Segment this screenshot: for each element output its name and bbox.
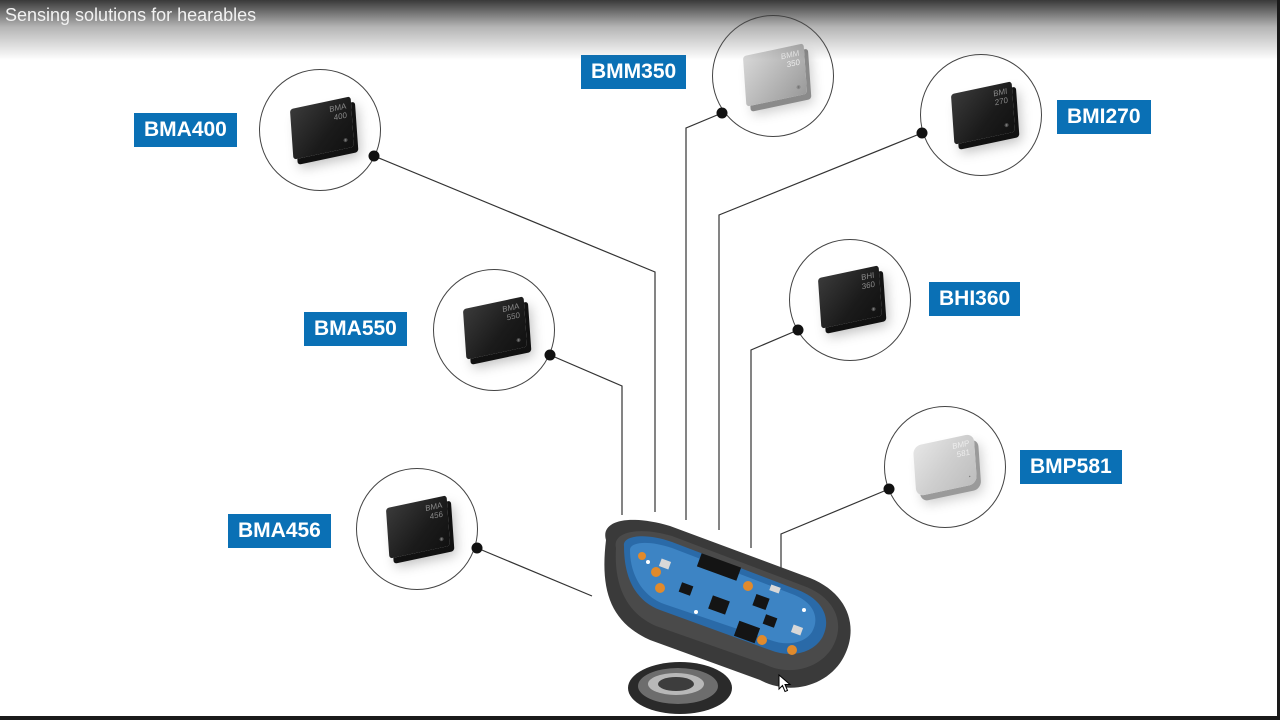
connector-bhi360: [750, 329, 799, 548]
connector-dot-bma456: [471, 542, 483, 554]
label-bmp581: BMP581: [1020, 450, 1122, 484]
bosch-logo-icon: ◉: [1004, 121, 1009, 129]
label-bmi270: BMI270: [1057, 100, 1151, 134]
frame-border-right: [1277, 0, 1280, 720]
bosch-logo-icon: ◉: [439, 535, 444, 543]
chip-marking: BHI 360: [860, 270, 876, 292]
connector-dot-bma550: [544, 349, 556, 361]
connector-dot-bmm350: [716, 107, 728, 119]
hearable-device-image: [604, 519, 851, 714]
chip-marking: BMA 456: [424, 500, 444, 522]
connector-dot-bmi270: [916, 127, 928, 139]
connector-bmi270: [718, 132, 923, 530]
chip-marking: BMA 550: [501, 301, 521, 323]
bosch-logo-icon: ◉: [871, 305, 876, 313]
label-bhi360: BHI360: [929, 282, 1021, 316]
vent-hole-icon: •: [968, 473, 971, 481]
connector-bmm350: [685, 112, 723, 520]
video-title-overlay: [0, 0, 1280, 60]
bosch-logo-icon: ◉: [516, 336, 521, 344]
connector-dot-bma400: [368, 150, 380, 162]
connector-bmp581: [780, 488, 890, 570]
connector-bma400: [373, 155, 656, 512]
video-title: Sensing solutions for hearables: [5, 5, 257, 25]
label-bma550: BMA550: [304, 312, 407, 346]
mouse-pointer-icon: [778, 674, 792, 693]
label-bma456: BMA456: [228, 514, 331, 548]
chip-marking: BMP 581: [951, 438, 971, 460]
bosch-logo-icon: ◉: [343, 136, 348, 144]
connector-dot-bhi360: [792, 324, 804, 336]
label-bmm350: BMM350: [581, 55, 687, 89]
bosch-logo-icon: ◉: [796, 83, 801, 91]
chip-marking: BMA 400: [328, 101, 348, 123]
connector-bma456: [476, 547, 593, 597]
connector-bma550: [549, 354, 623, 515]
connector-dot-bmp581: [883, 483, 895, 495]
chip-marking: BMI 270: [993, 86, 1009, 108]
label-bma400: BMA400: [134, 113, 237, 147]
frame-border-bottom: [0, 716, 1280, 720]
